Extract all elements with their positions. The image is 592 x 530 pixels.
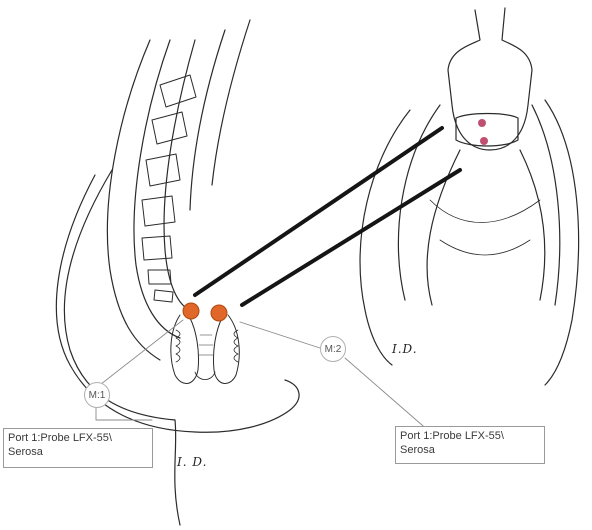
- id-label-left: I. D.: [177, 455, 207, 469]
- id-label-right: I.D.: [392, 342, 418, 356]
- coronal-view: [360, 8, 579, 385]
- sagittal-body-outline: [56, 170, 299, 525]
- mucosa-dot-upper: [478, 119, 486, 127]
- sagittal-sacrum: [107, 20, 250, 360]
- probe-contact-right: [211, 305, 227, 321]
- probe-contact-left: [183, 303, 199, 319]
- sagittal-rectum-section: [171, 315, 239, 384]
- marker-m2[interactable]: M:2: [320, 336, 346, 362]
- marker-m1[interactable]: M:1: [84, 382, 110, 408]
- mucosa-dot-lower: [480, 137, 488, 145]
- callout-m1: Port 1:Probe LFX-55\ Serosa: [3, 428, 153, 468]
- probe-contacts: [183, 119, 488, 321]
- probe-leads: [195, 128, 460, 305]
- callout-m2: Port 1:Probe LFX-55\ Serosa: [395, 426, 545, 464]
